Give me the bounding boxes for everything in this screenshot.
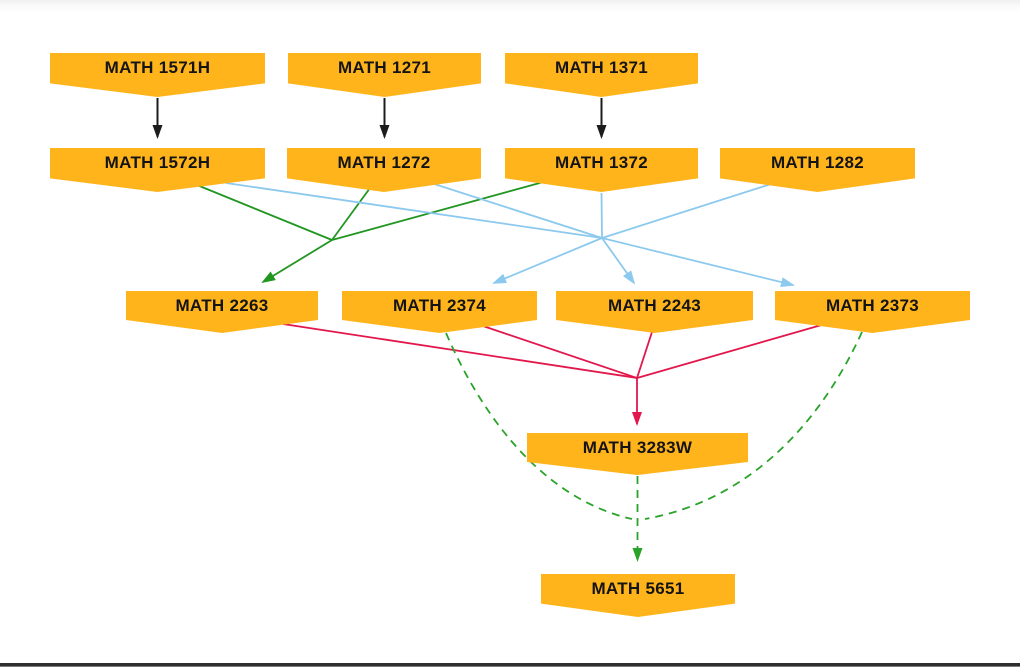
node-label-math-1572h: MATH 1572H [104, 153, 211, 172]
edge-lightblue [492, 237, 603, 284]
edge-green [261, 239, 333, 284]
edge-lightblue [225, 182, 603, 239]
node-label-math-1371: MATH 1371 [554, 58, 649, 77]
node-math-2373: MATH 2373 [775, 291, 970, 333]
node-label-math-2263: MATH 2263 [175, 296, 269, 315]
node-label-math-2243: MATH 2243 [607, 296, 702, 315]
edge-lightblue [601, 237, 636, 285]
node-label-math-5651: MATH 5651 [591, 579, 685, 598]
node-math-1272: MATH 1272 [287, 148, 481, 192]
node-label-math-1272: MATH 1272 [337, 153, 431, 172]
node-label-math-1571h: MATH 1571H [104, 58, 211, 77]
edge-green [331, 180, 548, 241]
edge-green [331, 187, 371, 241]
edge-lightblue [600, 192, 603, 239]
edge-crimson [636, 331, 653, 379]
edge-dashed_green-dashed [445, 332, 633, 520]
node-math-1572h: MATH 1572H [50, 148, 265, 192]
node-label-math-3283w: MATH 3283W [582, 438, 693, 457]
node-math-2263: MATH 2263 [126, 291, 318, 333]
node-label-math-1282: MATH 1282 [770, 153, 865, 172]
edge-lightblue [427, 181, 603, 239]
edge-dashed_green-dashed [644, 331, 863, 520]
edge-crimson [482, 325, 638, 379]
node-math-3283w: MATH 3283W [527, 433, 748, 475]
edge-lightblue [601, 237, 795, 287]
node-math-2243: MATH 2243 [556, 291, 753, 333]
node-math-1371: MATH 1371 [505, 53, 698, 97]
node-math-1271: MATH 1271 [288, 53, 481, 97]
node-math-1571h: MATH 1571H [50, 53, 265, 97]
node-math-2374: MATH 2374 [342, 291, 537, 333]
node-label-math-2373: MATH 2373 [825, 296, 920, 315]
edge-crimson [282, 323, 638, 379]
bottom-border-line-shadow [0, 666, 1020, 667]
edge-lightblue [601, 183, 772, 239]
node-label-math-1372: MATH 1372 [554, 153, 649, 172]
bottom-border-line [0, 663, 1020, 666]
node-math-5651: MATH 5651 [541, 574, 735, 617]
edge-green [196, 184, 333, 241]
node-math-1372: MATH 1372 [505, 148, 698, 192]
node-label-math-2374: MATH 2374 [392, 296, 487, 315]
edge-crimson [636, 323, 826, 379]
node-label-math-1271: MATH 1271 [337, 58, 432, 77]
node-math-1282: MATH 1282 [720, 148, 915, 192]
